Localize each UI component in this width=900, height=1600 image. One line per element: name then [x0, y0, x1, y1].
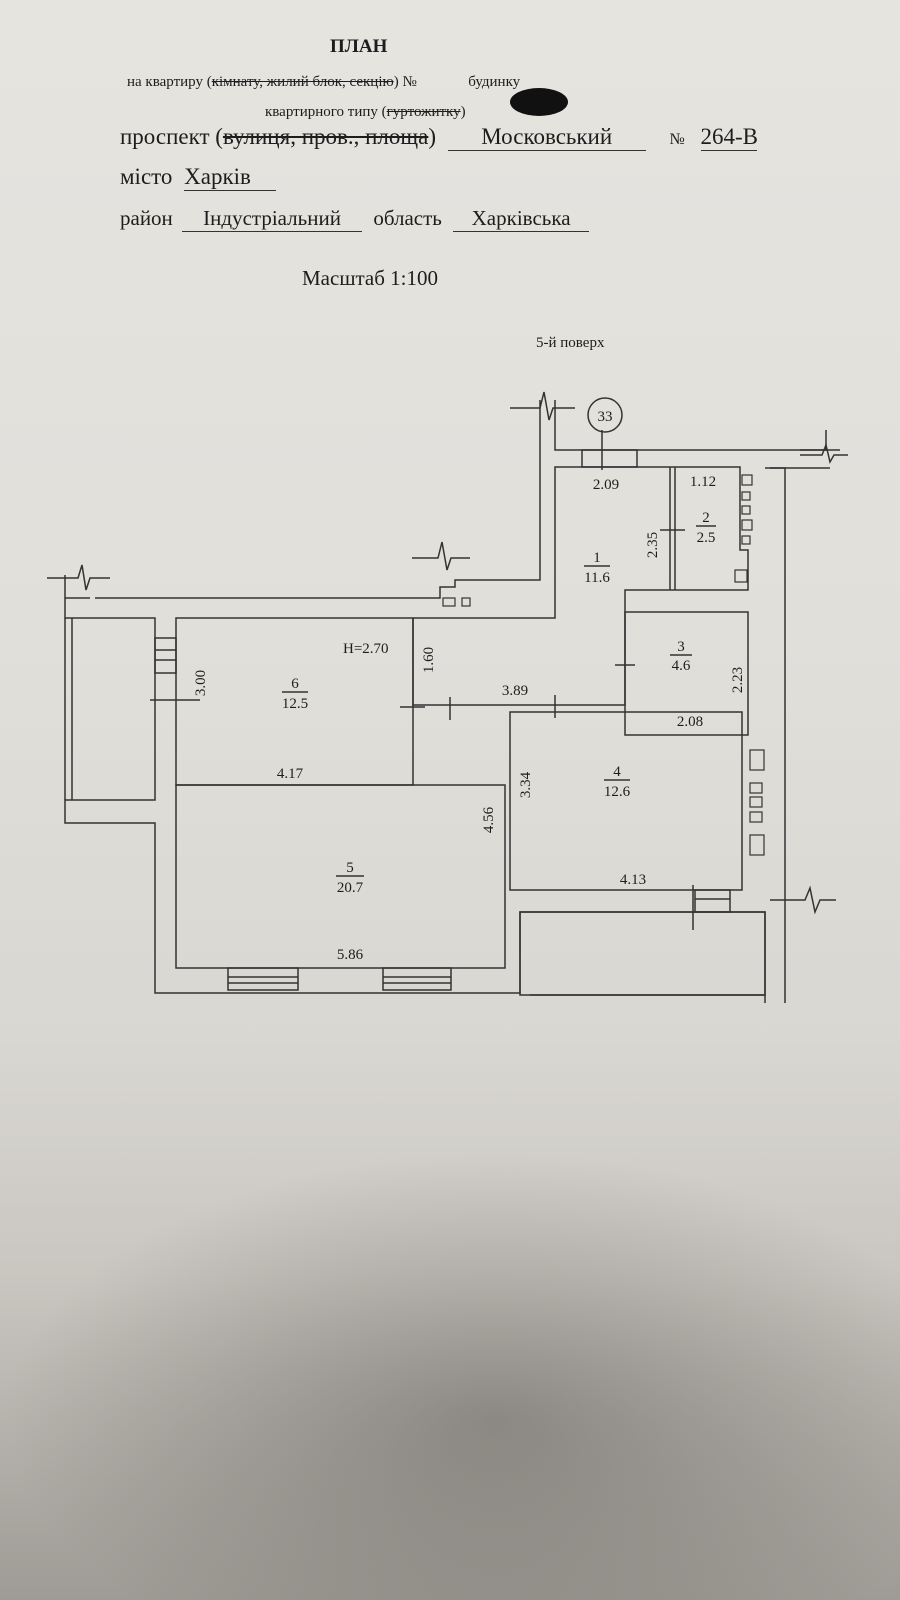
- room-2: 2 2.5: [696, 510, 716, 546]
- room-number: 6: [291, 676, 299, 692]
- room-1: 1 11.6: [584, 550, 610, 586]
- room-number: 4: [613, 764, 621, 780]
- dimension-1-12: 1.12: [690, 474, 716, 490]
- floor-label: 5-й поверх: [536, 335, 605, 351]
- dimension-2-23: 2.23: [730, 667, 746, 693]
- region-value: Харківська: [453, 206, 590, 232]
- room-5: 5 20.7: [336, 860, 364, 896]
- room-6: 6 12.5: [282, 676, 308, 712]
- street-struck: вулиця, пров., площа: [222, 124, 429, 149]
- ceiling-height: H=2.70: [343, 641, 389, 657]
- apartment-struck: кімнату, жилий блок, секцію: [211, 74, 394, 90]
- district-line: район Індустріальний область Харківська: [120, 206, 590, 232]
- dimension-4-56: 4.56: [481, 806, 497, 833]
- dimension-3-00: 3.00: [193, 670, 209, 696]
- apartment-prefix: на квартиру (: [127, 74, 212, 90]
- axis-marker-circle: [587, 397, 623, 433]
- type-struck: гуртожитку: [386, 104, 461, 120]
- city-value: Харків: [184, 164, 277, 191]
- redaction-mark: [510, 88, 568, 116]
- plan-title: ПЛАН: [330, 36, 388, 57]
- room-area: 12.5: [282, 696, 308, 712]
- street-label: проспект (: [120, 124, 223, 149]
- dimension-4-17: 4.17: [277, 766, 304, 782]
- number-value: 264-В: [700, 124, 759, 151]
- axis-marker-label: 33: [598, 409, 613, 425]
- interior-walls: [150, 430, 766, 996]
- type-suffix: ): [460, 104, 466, 120]
- building-type-line: квартирного типу (гуртожитку): [265, 104, 466, 121]
- room-area: 12.6: [604, 784, 631, 800]
- city-label: місто: [120, 164, 173, 189]
- apartment-end: будинку: [468, 74, 521, 90]
- region-label: область: [373, 206, 442, 230]
- room-area: 11.6: [584, 570, 610, 586]
- district-value: Індустріальний: [182, 206, 363, 232]
- room-3: 3 4.6: [670, 639, 692, 674]
- room-number: 3: [677, 639, 685, 655]
- room-4: 4 12.6: [604, 764, 631, 800]
- street-close: ): [428, 124, 436, 149]
- scale-label: Масштаб 1:100: [302, 266, 439, 290]
- street-value: Московський: [447, 124, 646, 151]
- dimension-1-60: 1.60: [421, 647, 437, 673]
- room-number: 1: [593, 550, 601, 566]
- street-line: проспект (вулиця, пров., площа) Московсь…: [120, 124, 759, 151]
- ventilation-ducts: [442, 474, 765, 856]
- photo-shadow: [0, 1150, 900, 1600]
- room-area: 2.5: [697, 530, 716, 546]
- city-line: місто Харків: [120, 164, 277, 191]
- dimension-5-86: 5.86: [337, 947, 364, 963]
- room-number: 2: [702, 510, 710, 526]
- break-marks: [47, 391, 848, 915]
- room-area: 20.7: [337, 880, 364, 896]
- dimension-3-34: 3.34: [518, 771, 534, 798]
- room-number: 5: [346, 860, 354, 876]
- dimension-2-09: 2.09: [593, 477, 619, 493]
- apartment-line: на квартиру (кімнату, жилий блок, секцію…: [127, 74, 520, 91]
- dimension-2-35: 2.35: [645, 532, 661, 558]
- dimension-4-13: 4.13: [620, 872, 646, 888]
- type-prefix: квартирного типу (: [265, 104, 387, 120]
- dimension-3-89: 3.89: [502, 683, 528, 699]
- dimension-2-08: 2.08: [677, 714, 703, 730]
- room-area: 4.6: [672, 658, 691, 674]
- district-label: район: [120, 206, 173, 230]
- apartment-suffix: ) №: [393, 74, 417, 90]
- number-label: №: [669, 131, 685, 148]
